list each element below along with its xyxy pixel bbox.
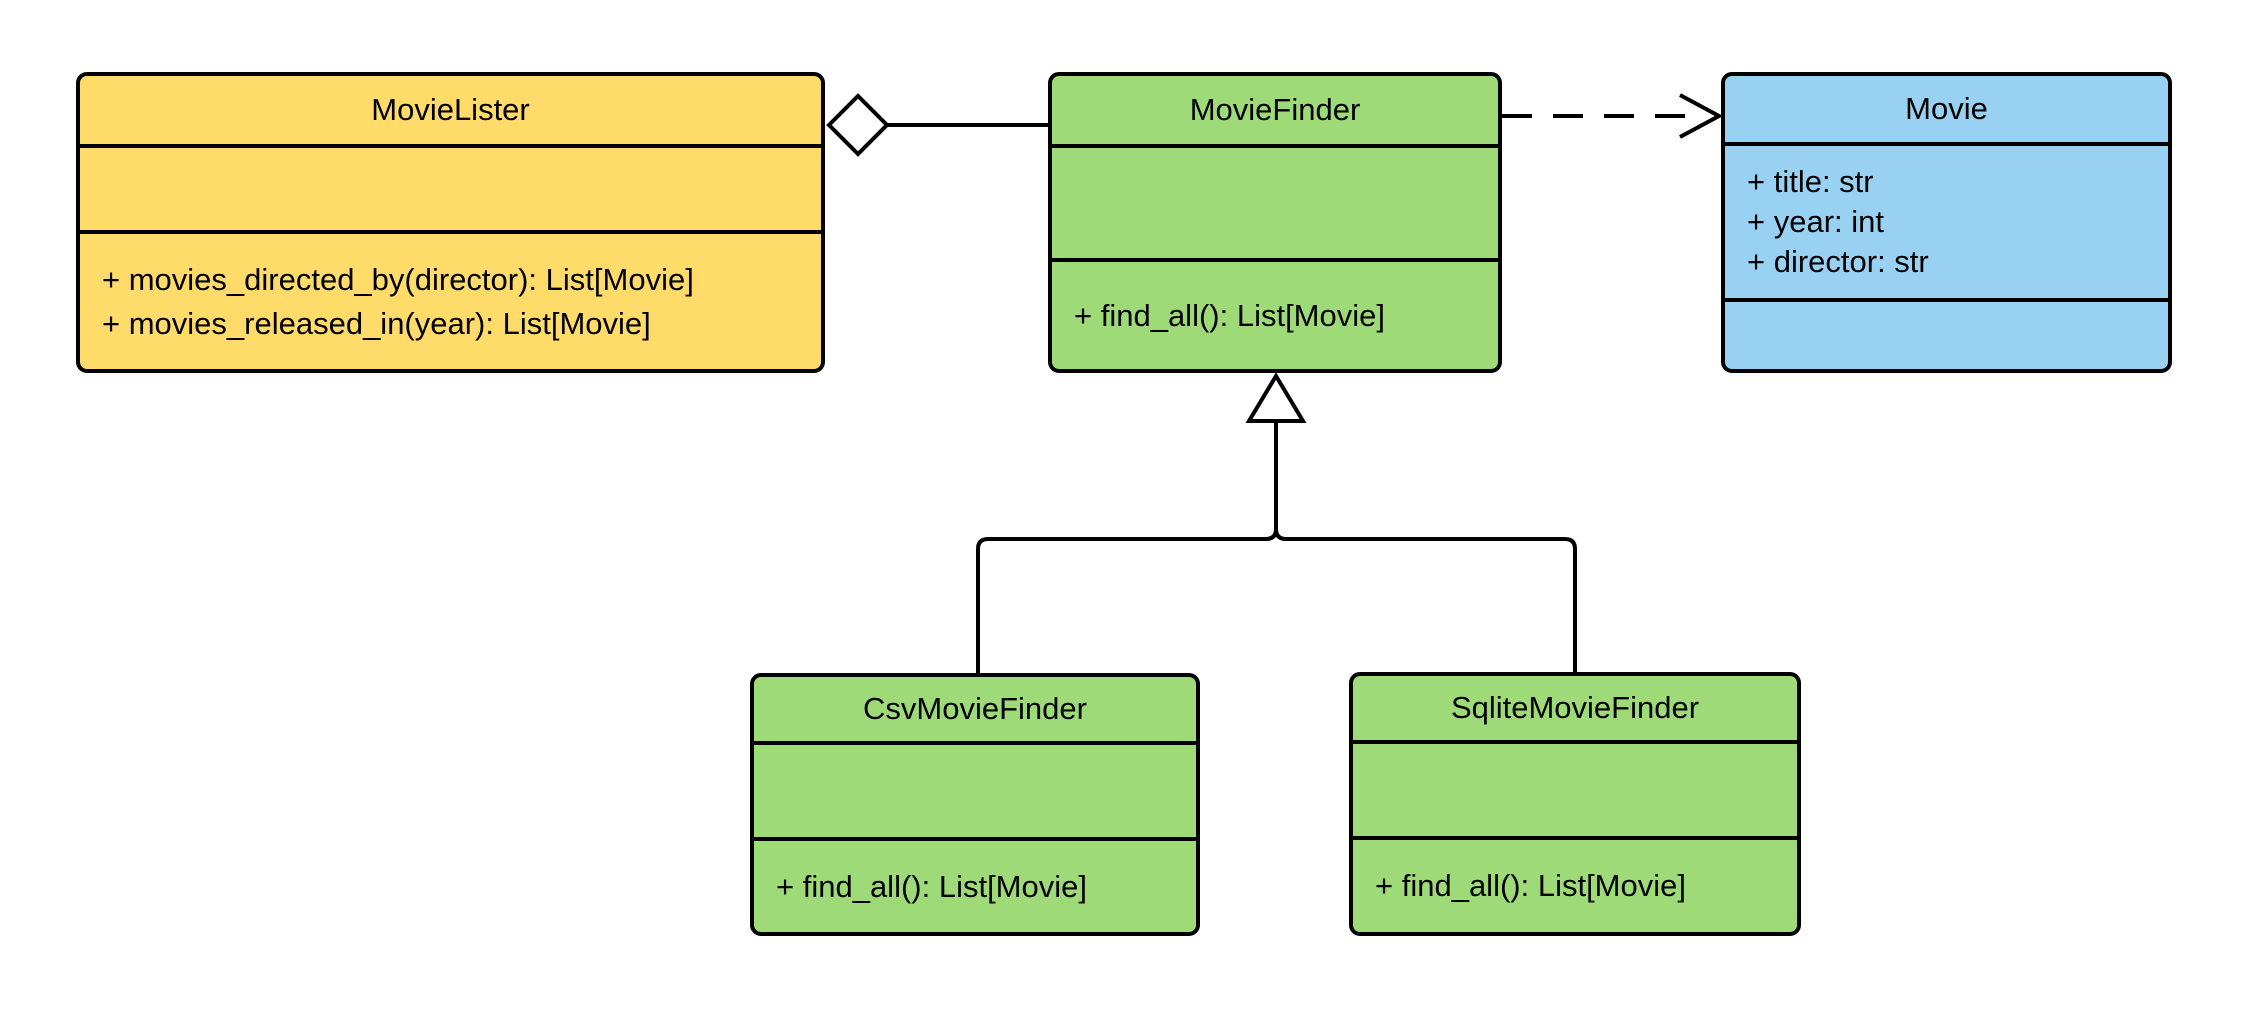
attribute-item: + title: str	[1747, 164, 1874, 199]
class-box-sqlitemoviefinder: SqliteMovieFinder + find_all(): List[Mov…	[1349, 672, 1801, 936]
inheritance-triangle-icon	[1245, 372, 1307, 423]
method-item: + movies_released_in(year): List[Movie]	[102, 305, 651, 341]
method-item: + find_all(): List[Movie]	[1375, 868, 1686, 903]
class-box-moviefinder: MovieFinder + find_all(): List[Movie]	[1048, 72, 1502, 373]
class-box-movielister: MovieLister + movies_directed_by(directo…	[76, 72, 825, 373]
attribute-item: + director: str	[1747, 244, 1929, 279]
class-box-movie: Movie + title: str + year: int + directo…	[1721, 72, 2172, 373]
class-methods-section: + find_all(): List[Movie]	[1052, 262, 1498, 369]
class-title: MovieFinder	[1052, 76, 1498, 148]
method-item: + find_all(): List[Movie]	[776, 868, 1087, 904]
class-methods-section	[1725, 302, 2168, 369]
class-methods-section: + find_all(): List[Movie]	[1353, 840, 1797, 932]
class-attributes-section	[80, 148, 821, 234]
class-attributes-section	[1353, 744, 1797, 840]
class-box-csvmoviefinder: CsvMovieFinder + find_all(): List[Movie]	[750, 673, 1200, 936]
attribute-item: + year: int	[1747, 204, 1884, 239]
class-title: MovieLister	[80, 76, 821, 148]
dependency-open-arrow-icon	[1679, 93, 1724, 139]
aggregation-diamond-icon	[826, 93, 890, 157]
aggregation-connector-movielister-moviefinder	[826, 93, 1048, 157]
method-item: + movies_directed_by(director): List[Mov…	[102, 261, 694, 297]
class-title: SqliteMovieFinder	[1353, 676, 1797, 744]
class-attributes-section: + title: str + year: int + director: str	[1725, 146, 2168, 302]
inheritance-connector-tree	[976, 372, 1577, 673]
inheritance-line-csvmoviefinder	[976, 421, 1278, 673]
class-methods-section: + movies_directed_by(director): List[Mov…	[80, 234, 821, 369]
class-title: Movie	[1725, 76, 2168, 146]
class-methods-section: + find_all(): List[Movie]	[754, 841, 1196, 932]
class-attributes-section	[1052, 148, 1498, 262]
dependency-connector-moviefinder-movie	[1502, 93, 1724, 139]
class-title: CsvMovieFinder	[754, 677, 1196, 745]
inheritance-line-sqlitemoviefinder	[1274, 421, 1577, 672]
method-item: + find_all(): List[Movie]	[1074, 297, 1385, 333]
class-attributes-section	[754, 745, 1196, 841]
